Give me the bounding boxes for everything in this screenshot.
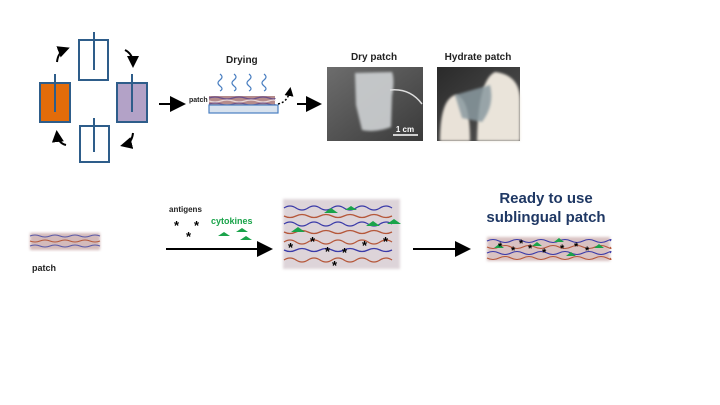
beaker-bottom [79, 118, 110, 163]
ready-title-line1: Ready to use [499, 190, 592, 207]
drying-label: Drying [226, 55, 258, 66]
patch-label: patch [189, 97, 208, 104]
beaker-cycle [39, 32, 148, 163]
svg-text:*: * [174, 218, 180, 233]
dry-patch-label: Dry patch [351, 52, 397, 63]
cytokines-label: cytokines [211, 216, 253, 226]
scale-bar-label: 1 cm [396, 125, 414, 134]
dry-patch-photo: Dry patch 1 cm [327, 52, 423, 141]
beaker-orange [39, 74, 71, 123]
svg-text:*: * [542, 247, 547, 259]
evaporation-arrow-icon [277, 87, 294, 105]
drying-step: Drying patch [189, 55, 294, 114]
loaded-patch-enlarged: ******* [283, 199, 401, 273]
cycle-arrow-icon [120, 132, 134, 149]
cytokine-triangles [218, 228, 252, 240]
svg-text:*: * [560, 243, 565, 255]
ready-patch: ******** [486, 237, 612, 261]
svg-text:*: * [186, 229, 192, 244]
beaker-purple [116, 74, 148, 123]
svg-text:*: * [574, 241, 579, 253]
vapor-waves-icon [217, 73, 267, 92]
beaker-top [78, 32, 109, 81]
svg-text:*: * [498, 241, 503, 253]
svg-text:*: * [194, 218, 200, 233]
ready-title-line2: sublingual patch [486, 209, 605, 226]
bottom-patch-label: patch [32, 263, 56, 273]
substrate [208, 104, 279, 114]
svg-text:*: * [325, 244, 331, 259]
hydrate-patch-photo: Hydrate patch [437, 52, 520, 141]
plain-patch: patch [29, 233, 101, 273]
svg-text:*: * [511, 245, 516, 257]
antigen-asterisks: *** [174, 218, 200, 244]
hydrate-patch-label: Hydrate patch [445, 52, 512, 63]
svg-text:*: * [310, 234, 316, 249]
svg-text:*: * [585, 245, 590, 257]
svg-text:*: * [362, 238, 368, 253]
cycle-arrow-icon [51, 130, 67, 146]
svg-text:*: * [383, 234, 389, 249]
antigens-label: antigens [169, 205, 202, 214]
patch-layer [208, 96, 276, 106]
svg-text:*: * [342, 245, 348, 260]
svg-text:*: * [332, 258, 338, 273]
svg-text:*: * [519, 238, 524, 250]
svg-text:*: * [528, 243, 533, 255]
cycle-arrow-icon [124, 49, 139, 68]
cycle-arrow-icon [56, 46, 70, 63]
svg-text:*: * [288, 240, 294, 255]
